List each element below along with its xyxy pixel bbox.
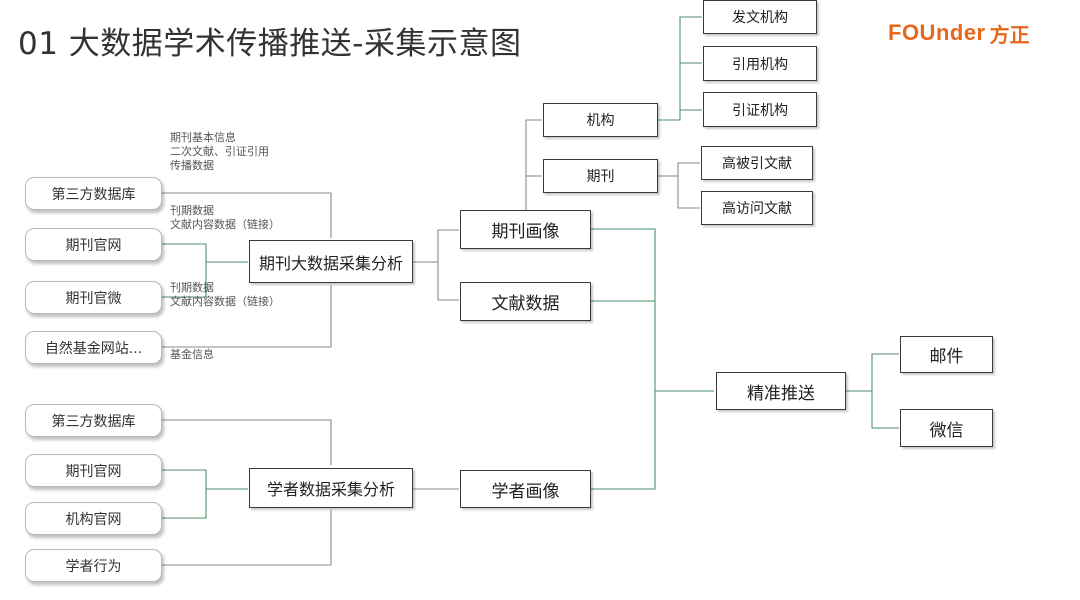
cited-by-institution: 引证机构	[703, 92, 817, 127]
edge-scholar-profile-push	[591, 391, 656, 490]
source-third-party-db: 第三方数据库	[25, 177, 162, 210]
edge-g2-src4-hub	[162, 510, 332, 566]
edge-g1-src3-hub	[162, 262, 207, 298]
source-journal-website-2: 期刊官网	[25, 454, 162, 487]
literature-data: 文献数据	[460, 282, 591, 321]
channel-email: 邮件	[900, 336, 993, 373]
journal-bigdata-analysis: 期刊大数据采集分析	[249, 240, 413, 283]
scholar-data-analysis: 学者数据采集分析	[249, 468, 413, 508]
highly-cited-literature: 高被引文献	[701, 146, 813, 180]
channel-wechat: 微信	[900, 409, 993, 447]
edge-hub1-journal-profile	[413, 229, 459, 263]
source-third-party-db-2: 第三方数据库	[25, 404, 162, 437]
publishing-institution: 发文机构	[703, 0, 817, 34]
edge-g1-src4-hub	[162, 285, 332, 348]
source-nsf-website: 自然基金网站...	[25, 331, 162, 364]
edge-g1-src2-hub	[162, 243, 248, 263]
citing-institution: 引用机构	[703, 46, 817, 81]
edge-push-channels	[846, 353, 899, 392]
source-scholar-behavior: 学者行为	[25, 549, 162, 582]
edge-institution-children	[658, 16, 702, 121]
note-issue-data-2: 刊期数据 文献内容数据（链接）	[170, 281, 280, 308]
scholar-profile: 学者画像	[460, 470, 591, 508]
source-journal-wechat: 期刊官微	[25, 281, 162, 314]
edge-journal-child2	[677, 176, 700, 209]
source-journal-website: 期刊官网	[25, 228, 162, 261]
source-institution-website: 机构官网	[25, 502, 162, 535]
founder-logo: FOUnder 方正	[888, 20, 1030, 47]
note-journal-basic-info: 期刊基本信息 二次文献、引证引用 传播数据	[170, 131, 269, 172]
note-issue-data-1: 刊期数据 文献内容数据（链接）	[170, 204, 280, 231]
edge-push-wechat	[871, 391, 899, 429]
edge-journal-profile-push	[591, 228, 714, 392]
highly-visited-literature: 高访问文献	[701, 191, 813, 225]
edge-g2-src3-hub	[162, 489, 207, 519]
branch-journal: 期刊	[543, 159, 658, 193]
branch-institution: 机构	[543, 103, 658, 137]
note-fund-info: 基金信息	[170, 348, 214, 361]
journal-profile: 期刊画像	[460, 210, 591, 249]
page-title: 01 大数据学术传播推送-采集示意图	[18, 26, 522, 62]
edge-hub1-literature	[437, 262, 459, 301]
precision-push: 精准推送	[716, 372, 846, 410]
edge-profile-institution	[525, 119, 542, 210]
edge-g2-src2-hub	[162, 469, 248, 490]
logo-latin-text: FOUnder	[888, 20, 986, 45]
edge-g1-src1-hub	[162, 192, 332, 238]
edge-g2-src1-hub	[162, 419, 332, 465]
logo-chinese-text: 方正	[989, 22, 1030, 47]
edge-journal-children	[658, 162, 700, 177]
